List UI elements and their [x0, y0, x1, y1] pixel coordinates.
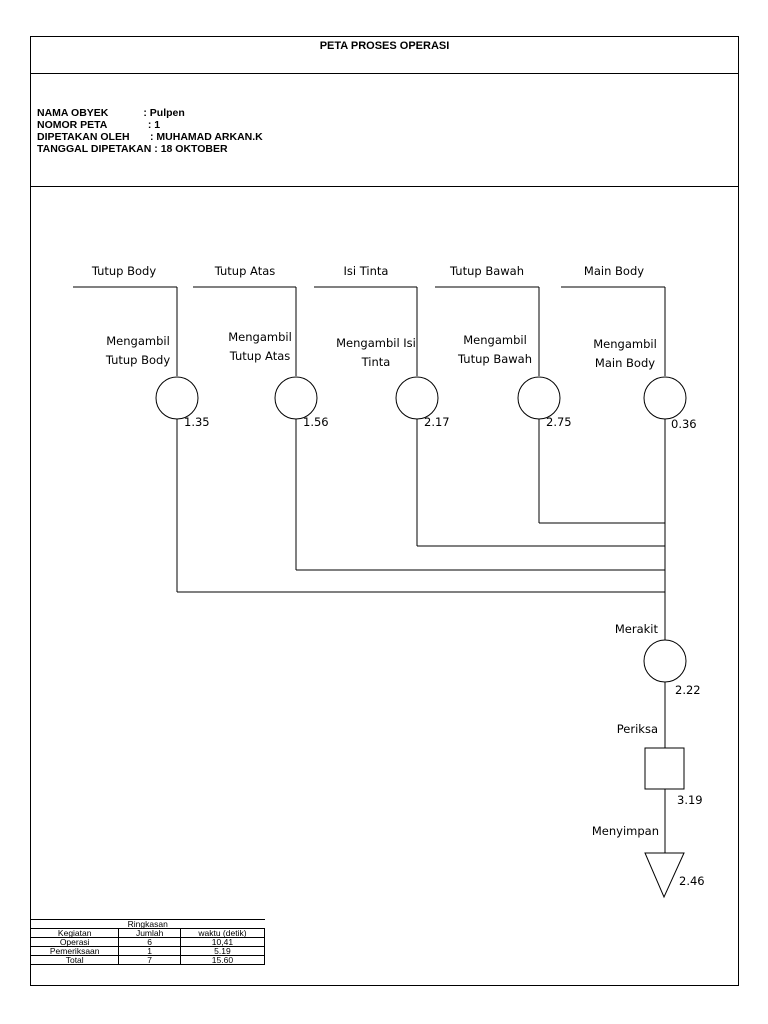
operation-label: Mengambil: [106, 334, 170, 348]
time-label: 1.35: [184, 415, 210, 429]
main-flow-line: [643, 419, 687, 899]
info-block: NAMA OBYEK : Pulpen NOMOR PETA : 1 DIPET…: [37, 107, 263, 155]
time-label: 2.17: [424, 415, 450, 429]
time-label: 3.19: [677, 793, 703, 807]
operation-label: Mengambil: [463, 333, 527, 347]
component-label: Isi Tinta: [344, 264, 389, 278]
time-label: 2.75: [546, 415, 572, 429]
operation-label: Main Body: [595, 356, 655, 370]
operation-label: Tutup Bawah: [457, 352, 532, 366]
inspection-square: [644, 747, 685, 790]
operation-circle: [395, 376, 439, 420]
info-row-object: NAMA OBYEK : Pulpen: [37, 107, 185, 119]
info-divider: [30, 186, 739, 187]
flow-label: Menyimpan: [592, 824, 659, 838]
table-row: Total 7 15.60: [29, 955, 266, 965]
time-label: 0.36: [671, 417, 697, 431]
flow-label: Merakit: [615, 622, 659, 636]
info-row-date: TANGGAL DIPETAKAN : 18 OKTOBER: [37, 143, 228, 155]
operation-label: Tinta: [361, 355, 391, 369]
chart-title: PETA PROSES OPERASI: [319, 40, 450, 52]
operation-label: Mengambil: [593, 337, 657, 351]
time-label: 2.22: [675, 683, 701, 697]
summary-cell: 7: [118, 955, 181, 965]
summary-table: Ringkasan Kegiatan Jumlah waktu (detik) …: [29, 919, 266, 965]
summary-cell: 15.60: [179, 955, 266, 965]
time-label: 1.56: [303, 415, 329, 429]
info-row-author: DIPETAKAN OLEH : MUHAMAD ARKAN.K: [37, 131, 263, 143]
branch-isi-tinta: [314, 286, 665, 547]
component-label: Main Body: [584, 264, 644, 278]
title-divider: [30, 73, 739, 74]
operation-label: Mengambil: [228, 330, 292, 344]
operation-circle: [517, 376, 561, 420]
time-label: 2.46: [679, 874, 705, 888]
summary-cell: Total: [29, 955, 120, 965]
operation-label: Tutup Atas: [229, 349, 291, 363]
info-row-number: NOMOR PETA : 1: [37, 119, 161, 131]
component-label: Tutup Body: [91, 264, 157, 278]
component-label: Tutup Atas: [214, 264, 276, 278]
branch-tutup-atas: [193, 286, 665, 571]
operation-circle: [155, 376, 199, 420]
branch-tutup-bawah: [435, 286, 665, 524]
component-label: Tutup Bawah: [449, 264, 524, 278]
operation-circle-merakit: [643, 639, 687, 683]
chart-frame: [30, 36, 739, 986]
operation-label: Mengambil Isi: [336, 336, 416, 350]
operation-circle: [643, 376, 687, 420]
branch-tutup-body: [73, 286, 665, 593]
storage-triangle: [644, 852, 685, 899]
flow-label: Periksa: [617, 722, 658, 736]
branch-main-body: [561, 286, 687, 420]
operation-label: Tutup Body: [105, 353, 171, 367]
operation-circle: [274, 376, 318, 420]
